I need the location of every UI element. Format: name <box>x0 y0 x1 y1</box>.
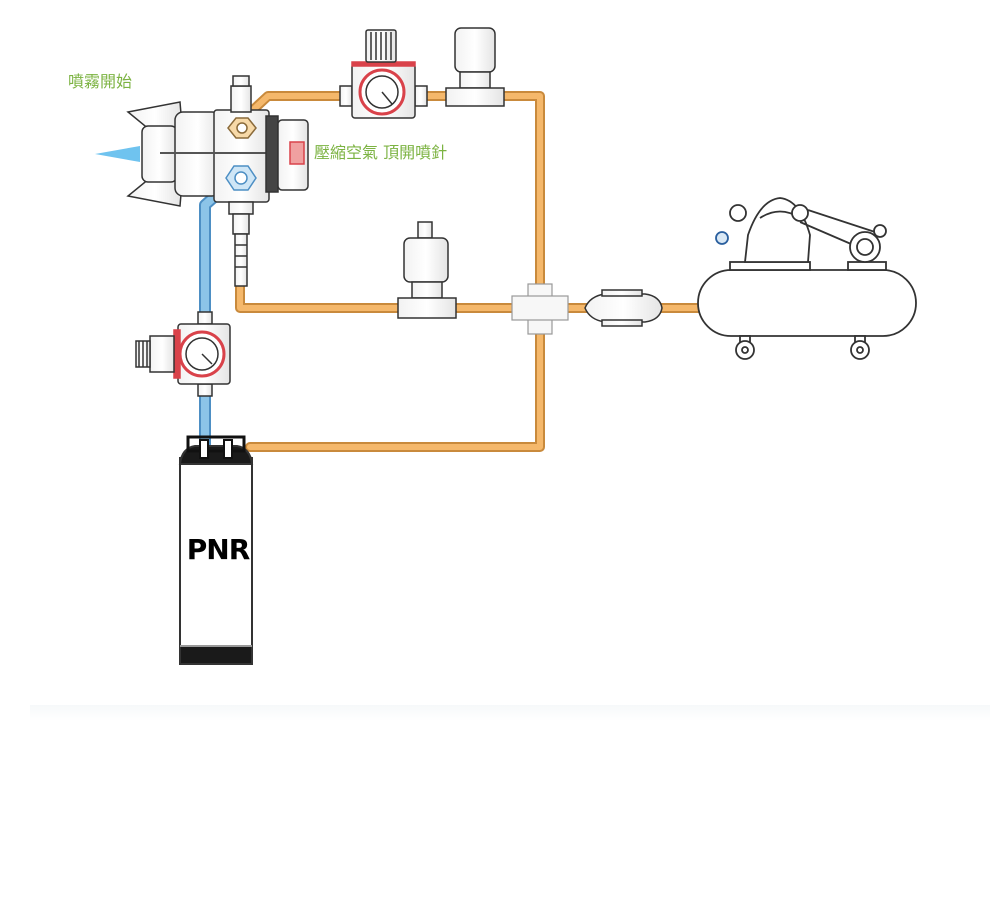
cross-fitting-icon <box>511 283 569 335</box>
bottom-fade <box>30 705 990 721</box>
solenoid-valve-icon <box>445 27 505 107</box>
pressure-tank-icon <box>178 435 254 665</box>
compressed-air-label: 壓縮空氣 頂開噴針 <box>314 143 448 162</box>
liquid-regulator-icon <box>135 311 231 397</box>
air-hose-outline <box>235 91 705 452</box>
spray-gun-icon <box>95 75 309 287</box>
air-hose-network <box>235 91 705 452</box>
tank-label: PNR <box>186 533 251 566</box>
air-compressor-icon <box>697 197 917 360</box>
spray-start-label: 噴霧開始 <box>68 72 133 91</box>
air-hose-fill <box>237 93 703 450</box>
inline-filter-icon <box>584 289 663 327</box>
air-regulator-icon <box>339 29 428 119</box>
spray-mist-icon <box>95 146 140 162</box>
solenoid-valve-icon <box>397 221 457 319</box>
